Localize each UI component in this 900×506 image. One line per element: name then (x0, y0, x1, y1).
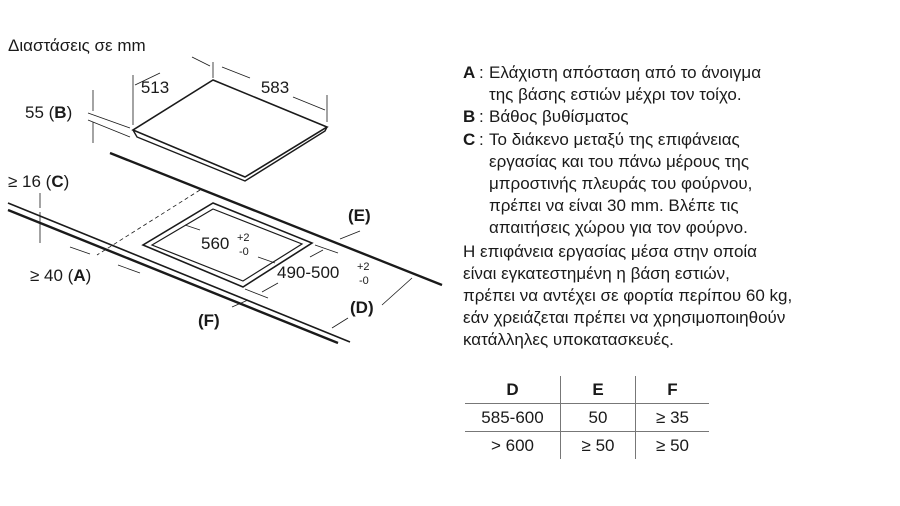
cutout-depth-label: 490-500 (277, 263, 339, 282)
a-label: ≥ 40 (A) (30, 266, 91, 285)
hob-depth-label: 513 (141, 78, 169, 97)
cutout-width-label: 560 (201, 234, 229, 253)
clearance-table: D E F 585-600 50 ≥ 35 > 600 ≥ 50 ≥ 50 (465, 376, 709, 459)
cell: ≥ 35 (635, 403, 709, 432)
tolerance-plus: +2 (237, 232, 250, 244)
cell: ≥ 50 (656, 435, 689, 455)
header-e: E (560, 376, 636, 404)
note-line: Βάθος βυθίσματος (489, 107, 629, 127)
cell: > 600 (465, 431, 561, 459)
note-line: μπροστινής πλευράς του φούρνου, (489, 174, 753, 194)
c-label: ≥ 16 (C) (8, 172, 69, 191)
paragraph-line: Η επιφάνεια εργασίας μέσα στην οποία (463, 241, 757, 261)
title: Διαστάσεις σε mm (8, 36, 146, 55)
hob-top (131, 79, 329, 178)
tolerance-minus: -0 (239, 246, 249, 258)
dashed-line (96, 189, 201, 256)
note-key: B (463, 107, 476, 127)
worktop-back-edge (109, 151, 443, 287)
e-label: (E) (348, 206, 371, 225)
note-line: εργασίας και του πάνω μέρους της (489, 151, 750, 171)
load-paragraph: Η επιφάνεια εργασίας μέσα στην οποία είν… (463, 241, 893, 352)
worktop-front-edge (7, 202, 351, 343)
note-key: A (463, 63, 476, 82)
hob-width-label: 583 (261, 78, 289, 97)
d-label: (D) (350, 298, 374, 317)
cell: ≥ 50 (560, 431, 636, 459)
note-key: C (463, 129, 476, 149)
table-row: 585-600 50 ≥ 35 (465, 403, 709, 432)
header-f: F (635, 376, 709, 404)
note-line: πρέπει να είναι 30 mm. Βλέπε τις (489, 196, 739, 216)
note-line: της βάσης εστιών μέχρι τον τοίχο. (489, 85, 742, 105)
cell: 50 (560, 403, 636, 432)
tolerance-plus: +2 (357, 261, 370, 273)
header-d: D (465, 376, 561, 404)
paragraph-line: εάν χρειάζεται πρέπει να χρησιμοποιηθούν (463, 308, 786, 328)
f-label: (F) (198, 311, 220, 330)
note-line: Ελάχιστη απόσταση από το άνοιγμα (489, 63, 762, 82)
table-row: > 600 ≥ 50 ≥ 50 (465, 431, 709, 459)
table-header: D E F (465, 376, 709, 404)
cell: 585-600 (465, 403, 561, 432)
note-line: Το διάκενο μεταξύ της επιφάνειας (489, 129, 740, 149)
note-line: απαιτήσεις χώρου για τον φούρνο. (489, 218, 748, 238)
hob-drawing (7, 56, 443, 345)
paragraph-line: είναι εγκατεστημένη η βάση εστιών, (463, 263, 730, 283)
paragraph-line: κατάλληλες υποκατασκευές. (463, 330, 674, 350)
hob-side (132, 126, 328, 182)
cutout (141, 202, 314, 288)
tolerance-minus: -0 (359, 275, 369, 287)
paragraph-line: πρέπει να αντέχει σε φορτία περίπου 60 k… (463, 286, 793, 306)
note-c: C: Το διάκενο μεταξύ της επιφάνειας εργα… (463, 129, 893, 240)
note-b: B:Βάθος βυθίσματος (463, 106, 893, 128)
b-label: 55 (B) (25, 103, 72, 122)
